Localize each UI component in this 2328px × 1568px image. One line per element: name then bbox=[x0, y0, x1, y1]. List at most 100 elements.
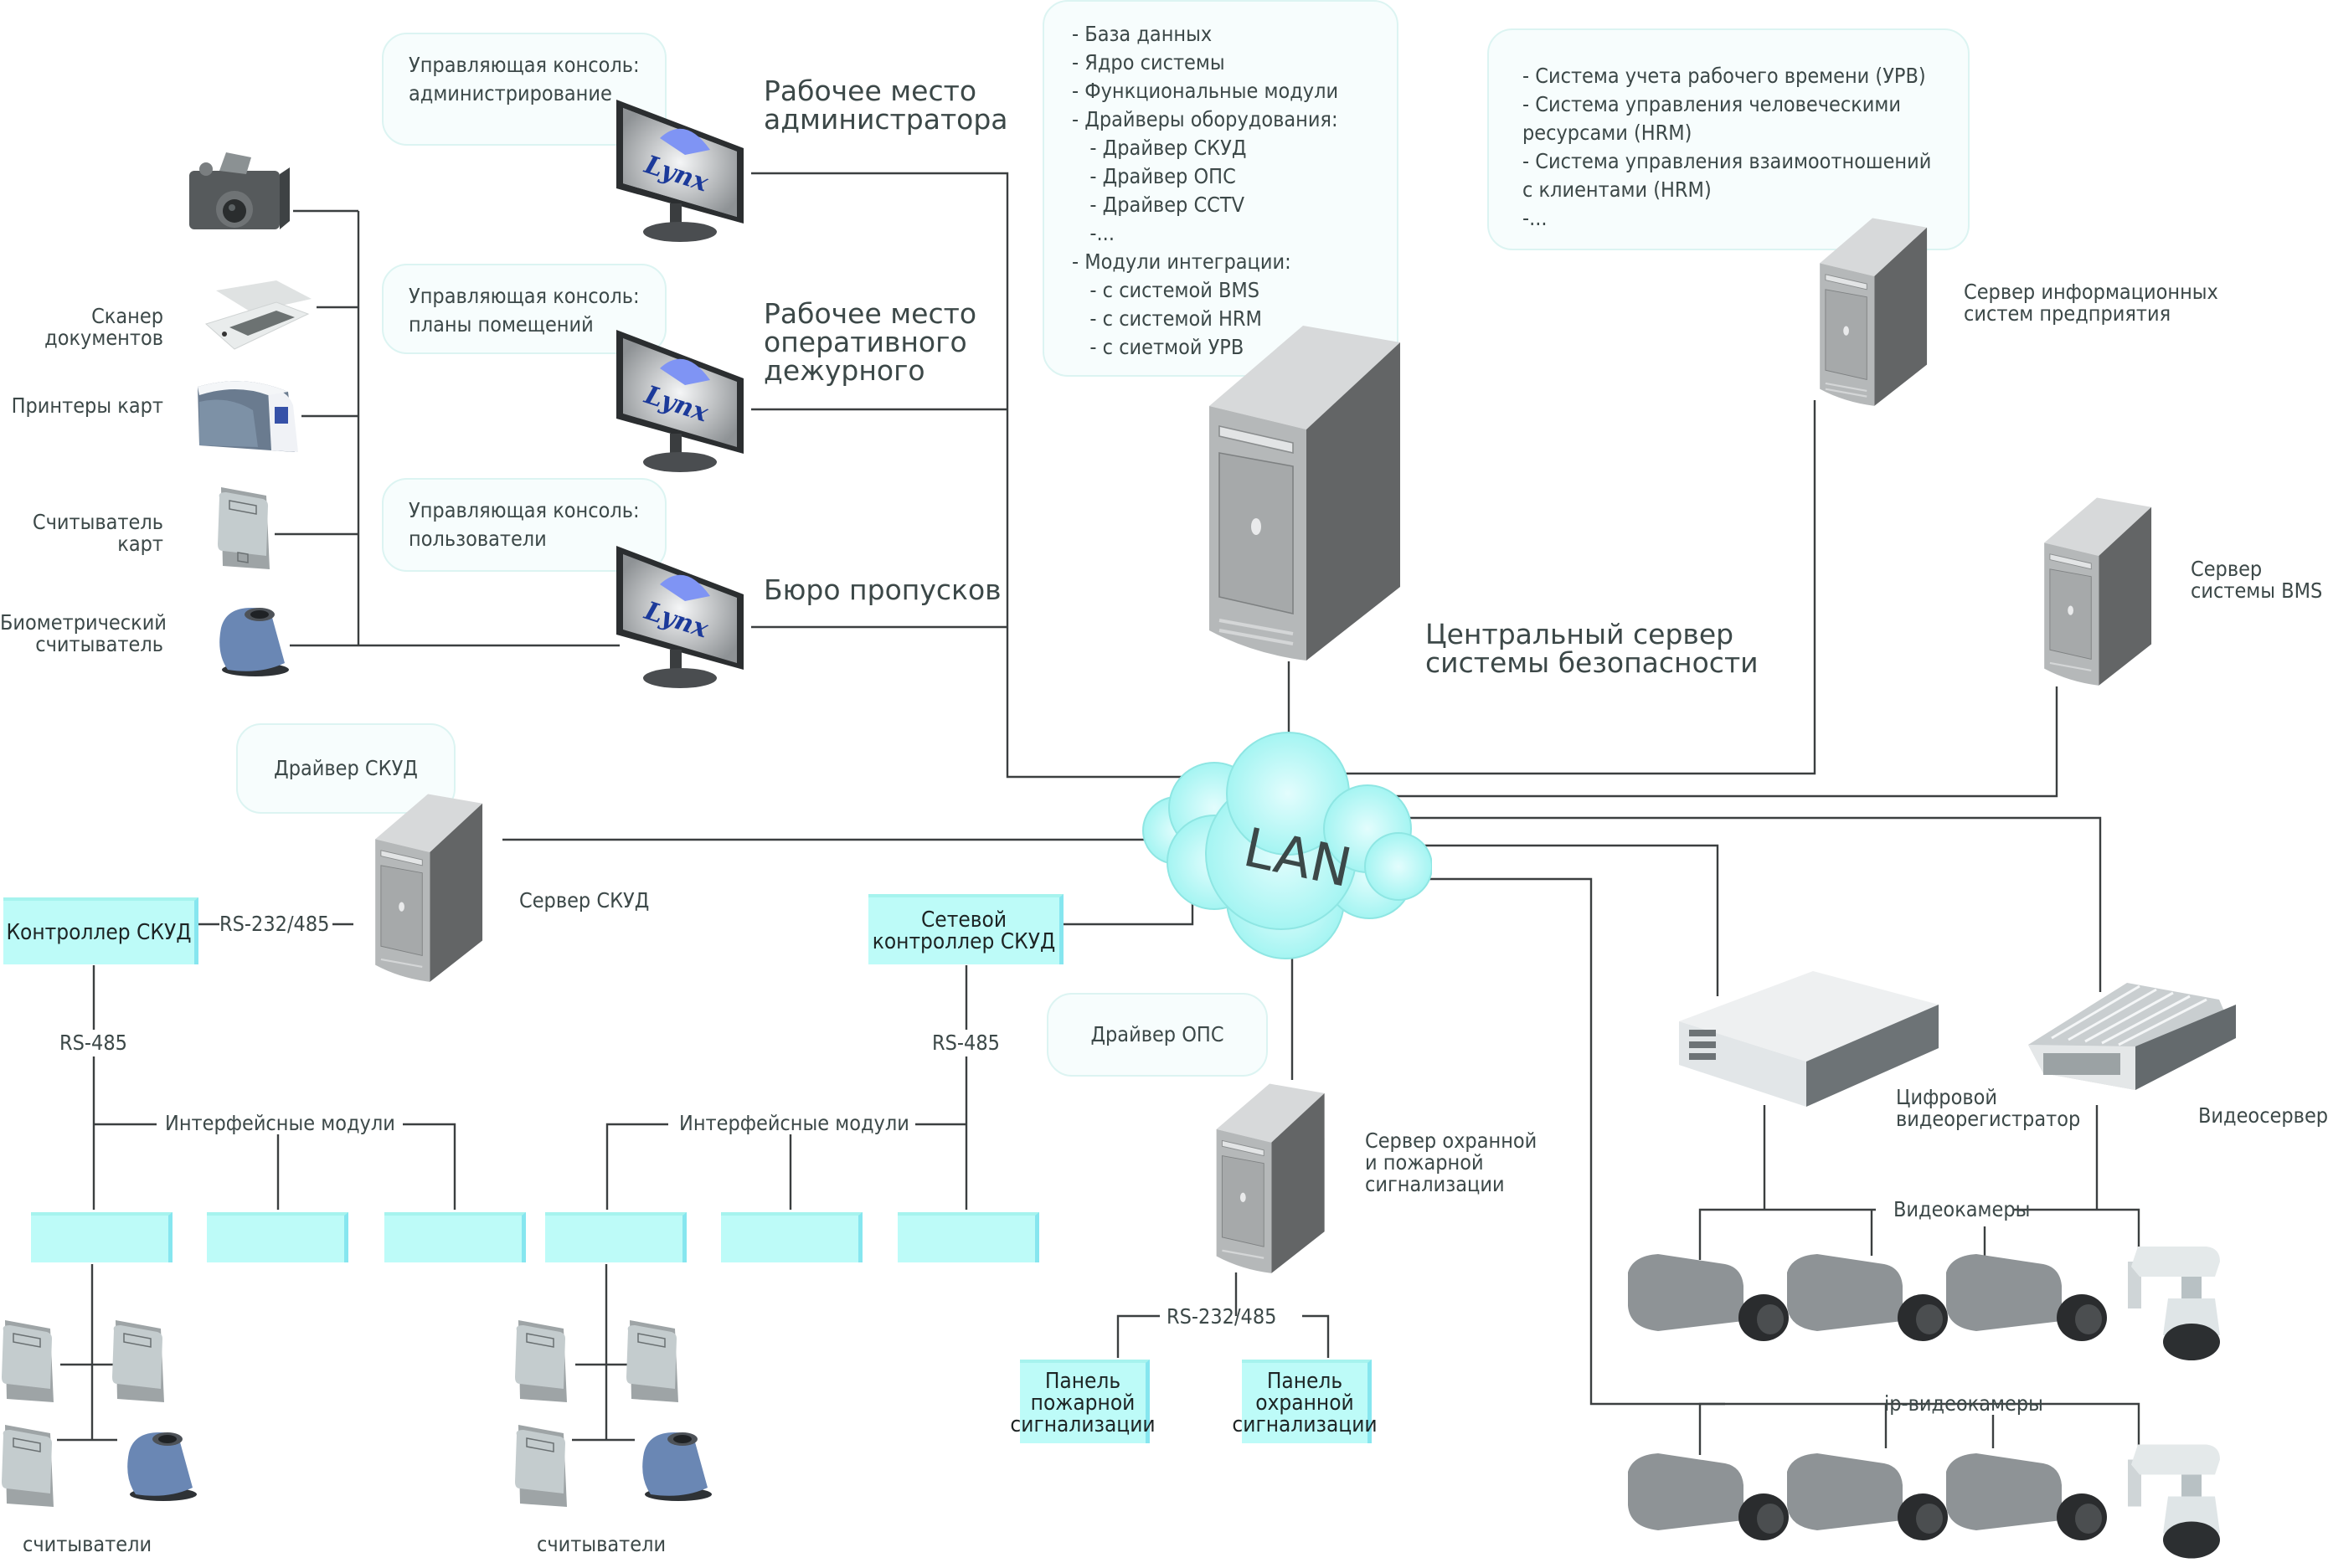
bms-server-label-line: системы BMS bbox=[2191, 578, 2323, 603]
interface-module[interactable] bbox=[384, 1212, 526, 1262]
biometric-reader-icon bbox=[127, 1432, 197, 1501]
dvr-label-line: видеорегистратор bbox=[1896, 1107, 2081, 1131]
ip-camera-icon bbox=[1628, 1453, 1789, 1540]
box-camera-icon bbox=[1628, 1254, 1789, 1341]
fire-panel-label-line: пожарной bbox=[1030, 1391, 1136, 1416]
card-reader-icon bbox=[2, 1425, 54, 1507]
workstation-label-line: Рабочее место bbox=[764, 297, 977, 330]
net-controller-box[interactable]: Сетевой контроллер СКУД bbox=[868, 894, 1064, 964]
ip-dome-camera-icon bbox=[2128, 1444, 2220, 1559]
central-module-item: - Драйвер ОПС bbox=[1072, 164, 1236, 188]
enterprise-system-item: ресурсами (HRM) bbox=[1522, 121, 1692, 145]
enterprise-system-item: с клиентами (HRM) bbox=[1522, 177, 1712, 202]
card-reader-icon bbox=[2, 1320, 54, 1402]
ip-camera-icon bbox=[1946, 1453, 2107, 1540]
lan-cloud-icon: LAN bbox=[1142, 732, 1432, 959]
enterprise-system-item: -... bbox=[1522, 206, 1548, 230]
rs232-label-alarm: RS-232/485 bbox=[1167, 1304, 1277, 1329]
acs-server-label: Сервер СКУД bbox=[519, 888, 650, 913]
rs485-label-left: RS-485 bbox=[59, 1031, 127, 1055]
acs-server-icon bbox=[375, 794, 483, 982]
acs-controller-box[interactable]: Контроллер СКУД bbox=[3, 897, 198, 964]
bio-reader-label: Биометрический считыватель bbox=[0, 610, 167, 655]
card-reader-icon bbox=[218, 487, 270, 569]
workstation-label-line: дежурного bbox=[764, 354, 925, 387]
central-module-item: - Драйвер СКУД bbox=[1072, 136, 1247, 160]
dome-camera-icon bbox=[2128, 1247, 2220, 1360]
monitor-icon: Lynx bbox=[616, 100, 744, 242]
readers-label-left: считыватели bbox=[23, 1532, 152, 1556]
acs-driver-label: Драйвер СКУД bbox=[274, 756, 418, 780]
enterprise-server-label-line: систем предприятия bbox=[1964, 301, 2171, 326]
interface-module[interactable] bbox=[721, 1212, 863, 1262]
acs-driver-note: Драйвер СКУД bbox=[236, 723, 456, 814]
central-module-item: - Ядро системы bbox=[1072, 50, 1225, 75]
central-server-label-line: системы безопасности bbox=[1425, 646, 1759, 679]
console-note-line: пользователи bbox=[409, 527, 547, 551]
enterprise-server-icon bbox=[1820, 218, 1928, 406]
central-module-item: - Драйвер CCTV bbox=[1072, 193, 1244, 217]
card-reader-label: Считыватель карт bbox=[17, 512, 163, 555]
enterprise-system-item: - Система управления взаимоотношений bbox=[1522, 149, 1932, 173]
alarm-server-label-line: сигнализации bbox=[1365, 1172, 1505, 1196]
interface-module[interactable] bbox=[31, 1212, 173, 1262]
card-printer-icon bbox=[198, 381, 298, 452]
central-server-label: Центральный сервер системы безопасности bbox=[1425, 620, 1759, 677]
rs232-label-acs: RS-232/485 bbox=[219, 912, 330, 936]
interface-modules-label-left: Интерфейсные модули bbox=[165, 1111, 395, 1135]
central-module-item: - Функциональные модули bbox=[1072, 79, 1339, 103]
scanner-icon bbox=[205, 280, 312, 350]
card-reader-icon bbox=[515, 1320, 567, 1402]
video-server-icon bbox=[2028, 983, 2236, 1090]
workstation-duty-label: Рабочее место оперативного дежурного bbox=[764, 300, 976, 385]
net-controller-label-line: Сетевой bbox=[920, 907, 1007, 933]
video-server-label: Видеосервер bbox=[2198, 1103, 2328, 1128]
dvr-icon bbox=[1679, 971, 1939, 1107]
ip-cameras-label: ip-видеокамеры bbox=[1884, 1391, 2043, 1416]
biometric-reader-icon bbox=[642, 1432, 712, 1501]
dvr-label: Цифровой видеорегистратор bbox=[1896, 1087, 2080, 1130]
box-camera-icon bbox=[1946, 1254, 2107, 1341]
enterprise-server-label-line: Сервер информационных bbox=[1964, 280, 2218, 304]
fire-panel-label-line: Панель bbox=[1044, 1369, 1121, 1394]
alarm-server-label-line: и пожарной bbox=[1365, 1150, 1484, 1175]
central-server-icon bbox=[1209, 326, 1400, 661]
scanner-label-line: документов bbox=[44, 326, 163, 350]
workstation-pass-office-label: Бюро пропусков bbox=[764, 573, 1002, 606]
interface-module[interactable] bbox=[898, 1212, 1039, 1262]
enterprise-systems-note: - Система учета рабочего времени (УРВ)- … bbox=[1487, 28, 1970, 250]
dvr-label-line: Цифровой bbox=[1896, 1085, 1997, 1109]
net-controller-label-line: контроллер СКУД bbox=[872, 929, 1056, 954]
interface-module[interactable] bbox=[207, 1212, 348, 1262]
biometric-reader-icon bbox=[219, 608, 289, 676]
central-modules-note: - База данных- Ядро системы- Функциональ… bbox=[1043, 0, 1398, 377]
enterprise-server-label: Сервер информационных систем предприятия bbox=[1964, 281, 2218, 325]
console-note-line: Управляющая консоль: bbox=[409, 498, 640, 522]
box-camera-icon bbox=[1787, 1254, 1948, 1341]
card-reader-icon bbox=[626, 1320, 678, 1402]
enterprise-systems-list: - Система учета рабочего времени (УРВ)- … bbox=[1522, 62, 1968, 233]
central-module-item: - с сиетмой УРВ bbox=[1072, 335, 1244, 359]
interface-modules-label-right: Интерфейсные модули bbox=[679, 1111, 909, 1135]
alarm-driver-note: Драйвер ОПС bbox=[1047, 993, 1268, 1077]
readers-label-right: считыватели bbox=[537, 1532, 667, 1556]
interface-module[interactable] bbox=[545, 1212, 687, 1262]
bms-server-icon bbox=[2044, 497, 2152, 686]
camera-icon bbox=[189, 152, 290, 229]
card-printer-label: Принтеры карт bbox=[11, 393, 163, 418]
alarm-driver-label: Драйвер ОПС bbox=[1090, 1022, 1224, 1046]
workstation-label-line: оперативного bbox=[764, 326, 967, 358]
console-note-line: администрирование bbox=[409, 81, 612, 105]
security-panel-label-line: охранной bbox=[1255, 1391, 1354, 1416]
card-reader-label-line: Считыватель bbox=[32, 510, 163, 534]
security-panel-box[interactable]: Панель охранной сигнализации bbox=[1232, 1360, 1378, 1443]
workstation-label-line: Рабочее место bbox=[764, 75, 977, 107]
central-module-item: -... bbox=[1072, 221, 1115, 245]
bms-server-label: Сервер системы BMS bbox=[2191, 558, 2322, 602]
alarm-server-icon bbox=[1216, 1083, 1325, 1273]
bio-reader-label-line: Биометрический bbox=[0, 610, 167, 635]
monitor-icon: Lynx bbox=[616, 330, 744, 472]
fire-panel-box[interactable]: Панель пожарной сигнализации bbox=[1010, 1360, 1156, 1443]
alarm-server-label-line: Сервер охранной bbox=[1365, 1128, 1537, 1153]
